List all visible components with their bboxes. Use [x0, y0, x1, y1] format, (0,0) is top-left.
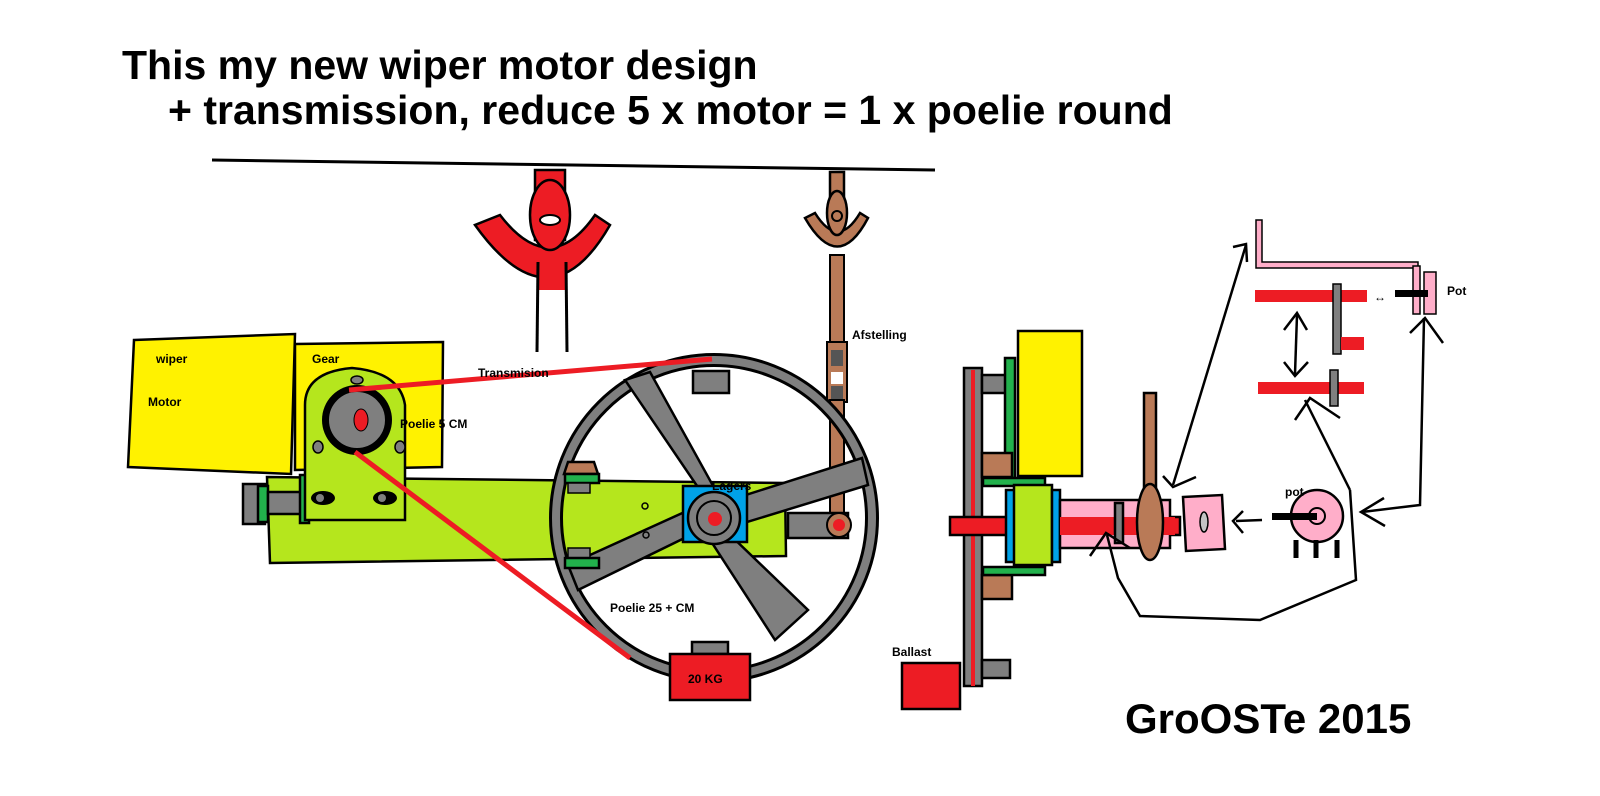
red-pendulum — [473, 168, 612, 353]
pot-upper-label: Pot — [1447, 284, 1466, 298]
credit: GroOSTe 2015 — [1125, 695, 1411, 742]
transmision-label: Transmision — [478, 366, 549, 380]
potentiometer — [1272, 488, 1345, 558]
afstelling-label: Afstelling — [852, 328, 907, 342]
poelie-small-label: Poelie 5 CM — [400, 417, 467, 431]
motor-label: Motor — [148, 395, 182, 409]
side-view-assembly — [948, 329, 1227, 688]
weight-label: 20 KG — [688, 672, 723, 686]
ballast-block — [900, 661, 962, 711]
lagers-label: Lagers — [712, 479, 752, 493]
wiper-motor-block — [126, 332, 297, 476]
pot-linkage-detail — [1255, 219, 1437, 407]
belt-lower — [353, 449, 632, 661]
belt-upper — [348, 356, 713, 393]
poelie-large-label: Poelie 25 + CM — [610, 601, 694, 615]
large-pulley — [549, 353, 879, 683]
wiper-label: wiper — [155, 352, 188, 366]
small-arrow-label: ↔ — [1374, 290, 1386, 304]
title-line-2: + transmission, reduce 5 x motor = 1 x p… — [168, 87, 1173, 133]
small-pulley — [322, 385, 392, 455]
weight-20kg — [668, 652, 752, 702]
side-motor-block — [1016, 329, 1084, 478]
ballast-label: Ballast — [892, 645, 931, 659]
ceiling-line — [211, 158, 936, 172]
pot-lower-label: pot — [1285, 485, 1304, 499]
title-line-1: This my new wiper motor design — [122, 42, 758, 88]
arrows — [1088, 242, 1445, 622]
gear-label: Gear — [312, 352, 340, 366]
